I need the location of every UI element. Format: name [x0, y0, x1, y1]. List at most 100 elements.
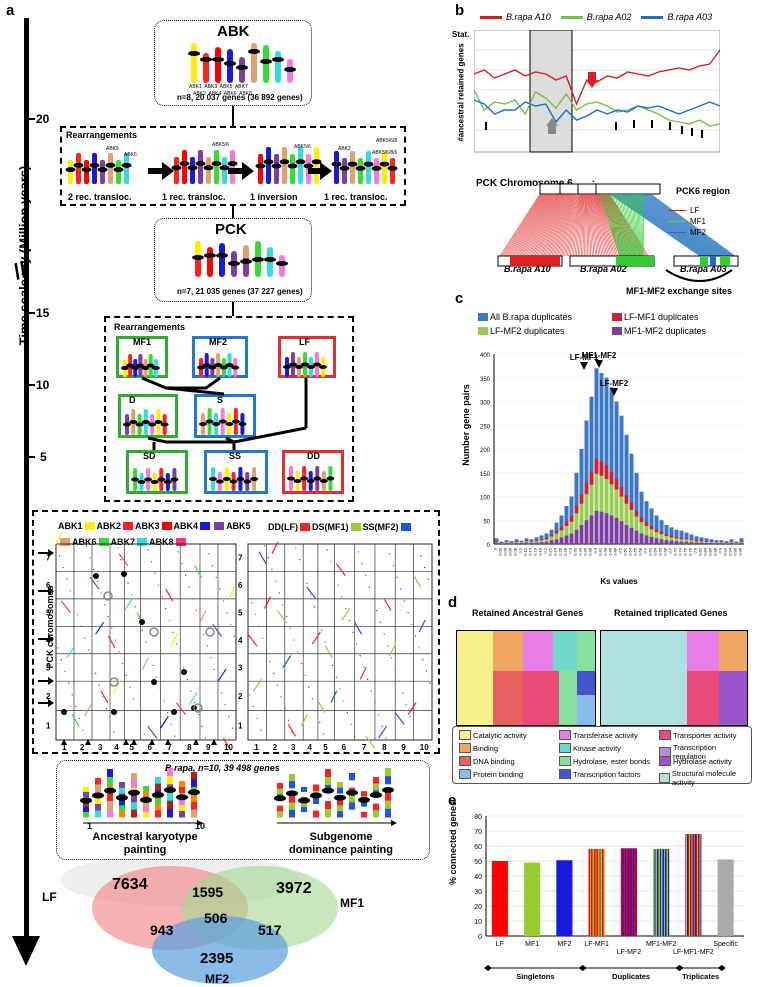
d-legend-item: Transferase activity — [557, 730, 638, 740]
c-bar-all — [494, 538, 499, 544]
r1-chrom — [198, 150, 203, 184]
brapa-chrom-segment — [361, 791, 367, 797]
dotplot-x-tick: 9 — [401, 743, 406, 752]
c-bar-mf1mf2 — [559, 537, 564, 544]
e-y-tick: 60 — [474, 844, 482, 851]
c-y-tick: 100 — [480, 496, 491, 502]
brapa-chrom-segment — [349, 802, 355, 811]
dotplot-x-tick: 5 — [130, 743, 135, 752]
dotplot-box: ABK1 ABK2 ABK3 ABK4 ABK5 ABK6 ABK7 ABK8 … — [32, 510, 440, 754]
c-x-tick: 0.48 — [613, 547, 618, 556]
b-legend-a02: B.rapa A02 — [586, 12, 632, 22]
brapa-chrom-segment — [373, 803, 379, 811]
tick-mark-20 — [29, 118, 35, 120]
b-exchange-label: MF1-MF2 exchange sites — [626, 286, 733, 296]
rearrangements2-lines — [141, 376, 308, 450]
dotplot-x-tick: 3 — [98, 743, 103, 752]
c-y-tick: 350 — [480, 377, 491, 383]
dotplot-y-tick: 3 — [238, 663, 243, 672]
c-bar-lfmf1 — [534, 540, 539, 542]
timeline-axis — [24, 18, 29, 943]
b-legend-a03: B.rapa A03 — [667, 12, 713, 22]
c-bar-lfmf2 — [739, 542, 744, 544]
sg-lf-label: LF — [299, 337, 310, 347]
sg-mf1-box: MF1 — [116, 336, 168, 378]
brapa-chrom-segment — [143, 786, 149, 792]
c-x-tick: 0.4 — [593, 547, 598, 553]
r1-chrom — [350, 151, 355, 184]
r1-chrom — [390, 158, 395, 184]
legend-ss: SS(MF2) — [362, 522, 399, 532]
c-x-tick: 0.18 — [538, 547, 543, 556]
c-bar-lfmf1 — [604, 465, 609, 479]
c-bar-all — [634, 472, 639, 544]
brapa-chrom-segment — [167, 792, 173, 802]
brapa-chrom-segment — [155, 803, 161, 811]
c-x-tick: 0.26 — [558, 547, 563, 556]
c-bar-mf1mf2 — [619, 521, 624, 544]
c-bar-lfmf2 — [609, 484, 614, 516]
c-bar-lfmf1 — [699, 540, 704, 542]
dotplot-y-tick: 5 — [46, 609, 51, 618]
e-bar — [620, 848, 637, 936]
dotplot-x-tick: 8 — [187, 743, 192, 752]
d-title-left: Retained Ancestral Genes — [472, 608, 584, 618]
c-bar-lfmf1 — [654, 529, 659, 533]
rearrangements1-karyotypes — [65, 147, 398, 184]
c-x-tick: 0.46 — [608, 547, 613, 556]
b-chrom-a10: B.rapa A10 — [504, 264, 551, 274]
abk-box: ABK ABK1 ABK3 ABK5 ABK7 ABK2 ABK4 ABK6 A… — [154, 20, 312, 106]
c-bar-all — [739, 538, 744, 544]
c-bar-lfmf2 — [639, 522, 644, 534]
r1-chrom — [314, 147, 319, 184]
brapa-chrom-segment — [385, 776, 391, 785]
brapa-chrom-segment — [131, 802, 137, 811]
venn-lf-only: 7634 — [112, 876, 148, 893]
c-bar-lfmf1 — [599, 461, 604, 476]
c-bar-lfmf2 — [579, 503, 584, 525]
c-bar-lfmf2 — [714, 542, 719, 544]
c-y-tick: 300 — [480, 401, 491, 407]
c-bar-mf1mf2 — [624, 525, 629, 544]
e-bar — [556, 860, 573, 936]
b-mf2-legend: MF2 — [690, 228, 706, 237]
c-bar-lfmf1 — [584, 482, 589, 495]
brapa-chrom-segment — [289, 802, 295, 811]
c-bar-lfmf2 — [524, 541, 529, 543]
r1-chrom — [374, 158, 379, 184]
dotplot-y-tick: 7 — [238, 554, 243, 563]
brapa-chrom-segment — [349, 780, 355, 789]
brapa-chrom-segment — [191, 779, 197, 788]
brapa-chrom-segment — [277, 788, 283, 795]
c-bar-mf1mf2 — [609, 515, 614, 544]
c-annotation: MF1-MF2 — [582, 351, 617, 360]
c-bar-lfmf2 — [559, 530, 564, 538]
dotplot-y-tick: 7 — [46, 554, 51, 563]
brapa-chrom-segment — [361, 786, 367, 792]
brapa-chrom-segment — [325, 801, 331, 810]
panel-b-legend: B.rapa A10 B.rapa A02 B.rapa A03 — [480, 12, 712, 22]
c-bar-mf1mf2 — [539, 542, 544, 544]
c-bar-lfmf2 — [659, 534, 664, 540]
c-bar-mf1mf2 — [519, 543, 524, 544]
e-bar — [524, 862, 541, 936]
e-group-label: Duplicates — [612, 972, 650, 981]
c-bar-mf1mf2 — [699, 542, 704, 544]
dotplot-y-tick: 1 — [238, 721, 243, 730]
sg-s-box: S — [194, 394, 256, 438]
sg-lf-box: LF — [278, 336, 336, 378]
brapa-chrom-segment — [373, 810, 379, 818]
c-bar-all — [594, 368, 599, 544]
brapa-chrom-segment — [289, 795, 295, 804]
c-bar-mf1mf2 — [569, 533, 574, 544]
brapa-chrom-segment — [143, 791, 149, 797]
brapa-chrom-segment — [385, 808, 391, 818]
c-bar-lfmf1 — [624, 495, 629, 504]
c-bar-lfmf2 — [689, 540, 694, 543]
d-legend-item: Hydrolase activity — [657, 756, 732, 766]
brapa-chrom-segment — [301, 812, 307, 818]
c-bar-lfmf2 — [669, 537, 674, 541]
c-y-tick: 400 — [480, 353, 491, 359]
step2-label: 1 rec. transloc. — [162, 192, 226, 202]
